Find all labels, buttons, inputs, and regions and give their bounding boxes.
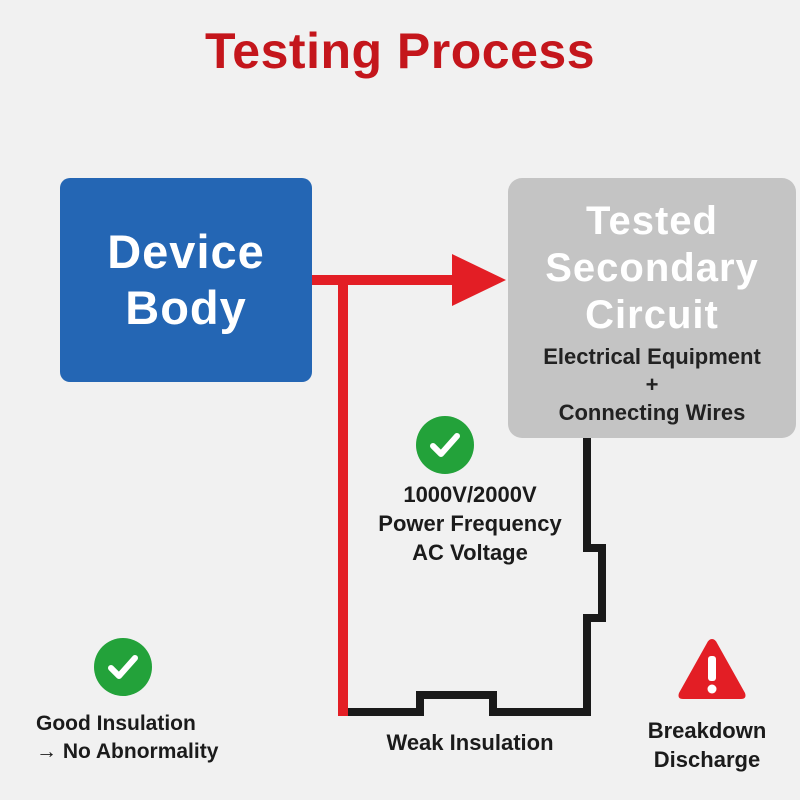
voltage-line3: AC Voltage [412,540,528,565]
good-insulation-line1: Good Insulation [36,712,196,735]
warning-icon [678,639,746,699]
check-icon [416,416,474,474]
tested-circuit-line1: Tested [586,199,718,243]
breakdown-label: Breakdown Discharge [630,716,784,774]
voltage-line2: Power Frequency [378,511,562,536]
tested-circuit-sub2: + [645,372,659,397]
black-wire [344,438,606,716]
tested-circuit-line2: Secondary [545,246,759,290]
breakdown-line2: Discharge [653,747,761,772]
good-insulation-label: Good Insulation → No Abnormality [36,710,256,766]
voltage-label: 1000V/2000V Power Frequency AC Voltage [340,480,600,567]
red-arrow-head [452,254,506,306]
diagram-title: Testing Process [204,23,596,79]
check-icon [94,638,152,696]
breakdown-line1: Breakdown [647,718,767,743]
tested-circuit-line3: Circuit [585,293,719,337]
device-body-box: Device Body [60,178,312,382]
device-body-label-line2: Body [125,281,247,334]
device-body-label-line1: Device [107,225,265,278]
tested-circuit-sub3: Connecting Wires [558,400,746,425]
good-insulation-line2: → No Abnormality [36,740,219,763]
weak-insulation-label: Weak Insulation [386,730,554,755]
voltage-line1: 1000V/2000V [403,482,537,507]
tested-circuit-box: Tested Secondary Circuit Electrical Equi… [508,178,796,438]
tested-circuit-sub1: Electrical Equipment [543,344,761,369]
